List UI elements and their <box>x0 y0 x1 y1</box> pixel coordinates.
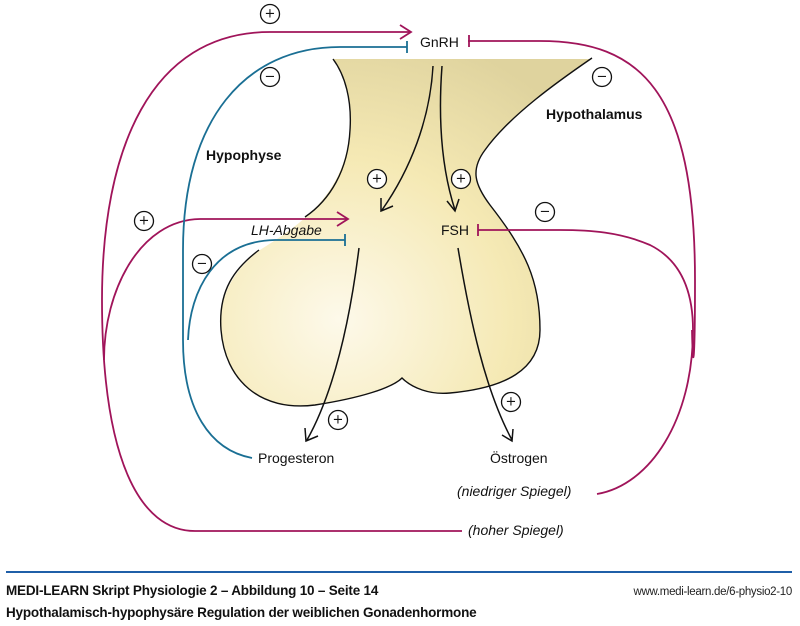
minus-sign-icon: − <box>259 66 281 88</box>
plus-sign-icon: + <box>450 168 472 190</box>
gnrh-to-fsh-arrowhead <box>446 198 460 213</box>
gland-shape <box>220 59 590 406</box>
progesteron-label: Progesteron <box>258 450 334 466</box>
figure-caption: Hypothalamisch-hypophysäre Regulation de… <box>6 605 477 620</box>
minus-sign-icon: − <box>591 66 613 88</box>
gland-outline-left <box>304 58 352 218</box>
hypothalamus-label: Hypothalamus <box>546 106 643 122</box>
low-level-label: (niedriger Spiegel) <box>457 483 571 499</box>
low-estrogen-gnrh-inhibition-line <box>468 40 696 359</box>
footer-url: www.medi-learn.de/6-physio2-10 <box>633 586 793 598</box>
high-level-label: (hoher Spiegel) <box>468 522 564 538</box>
oestrogen-label: Östrogen <box>490 449 548 466</box>
fsh-to-oestrogen-arrowhead <box>501 428 514 443</box>
svg-text:−: − <box>597 70 608 85</box>
lh-abgabe-label: LH-Abgabe <box>251 222 322 238</box>
svg-text:+: + <box>265 7 276 22</box>
gnrh-to-fsh-arrow <box>439 65 456 211</box>
footer-title: MEDI-LEARN Skript Physiologie 2 – Abbild… <box>6 583 379 598</box>
gnrh-to-lh-arrowhead <box>380 198 394 213</box>
gnrh-stimulation-arrowhead <box>399 24 413 40</box>
svg-text:−: − <box>540 205 551 220</box>
progesteron-lh-inhibition-line <box>187 239 345 341</box>
plus-sign-icon: + <box>500 391 522 413</box>
svg-text:+: + <box>139 214 150 229</box>
hypophyse-label: Hypophyse <box>206 147 282 163</box>
svg-text:+: + <box>333 413 344 428</box>
svg-text:+: + <box>506 395 517 410</box>
svg-text:+: + <box>456 172 467 187</box>
fsh-to-oestrogen-arrow <box>457 247 513 441</box>
gnrh-label: GnRH <box>420 34 459 50</box>
svg-text:+: + <box>372 172 383 187</box>
hormone-regulation-diagram: GnRH Hypothalamus Hypophyse LH-Abgabe FS… <box>101 3 696 538</box>
plus-sign-icon: + <box>366 168 388 190</box>
low-estrogen-fsh-inhibition-line <box>478 229 694 495</box>
progesteron-gnrh-inhibition-line <box>182 46 407 459</box>
high-estrogen-stimulation-line <box>101 31 462 532</box>
plus-sign-icon: + <box>327 409 349 431</box>
gland-outline-right <box>219 57 593 407</box>
footer-divider <box>6 571 792 573</box>
minus-sign-icon: − <box>534 201 556 223</box>
minus-sign-icon: − <box>191 253 213 275</box>
plus-sign-icon: + <box>133 210 155 232</box>
plus-sign-icon: + <box>259 3 281 25</box>
gnrh-to-lh-arrow <box>381 65 434 211</box>
fsh-label: FSH <box>441 222 469 238</box>
svg-text:−: − <box>265 70 276 85</box>
lh-to-progesteron-arrowhead <box>304 427 319 443</box>
lh-stimulation-line <box>103 218 347 361</box>
svg-text:−: − <box>197 257 208 272</box>
lh-to-progesteron-arrow <box>306 247 360 441</box>
lh-stimulation-arrowhead <box>336 211 350 227</box>
